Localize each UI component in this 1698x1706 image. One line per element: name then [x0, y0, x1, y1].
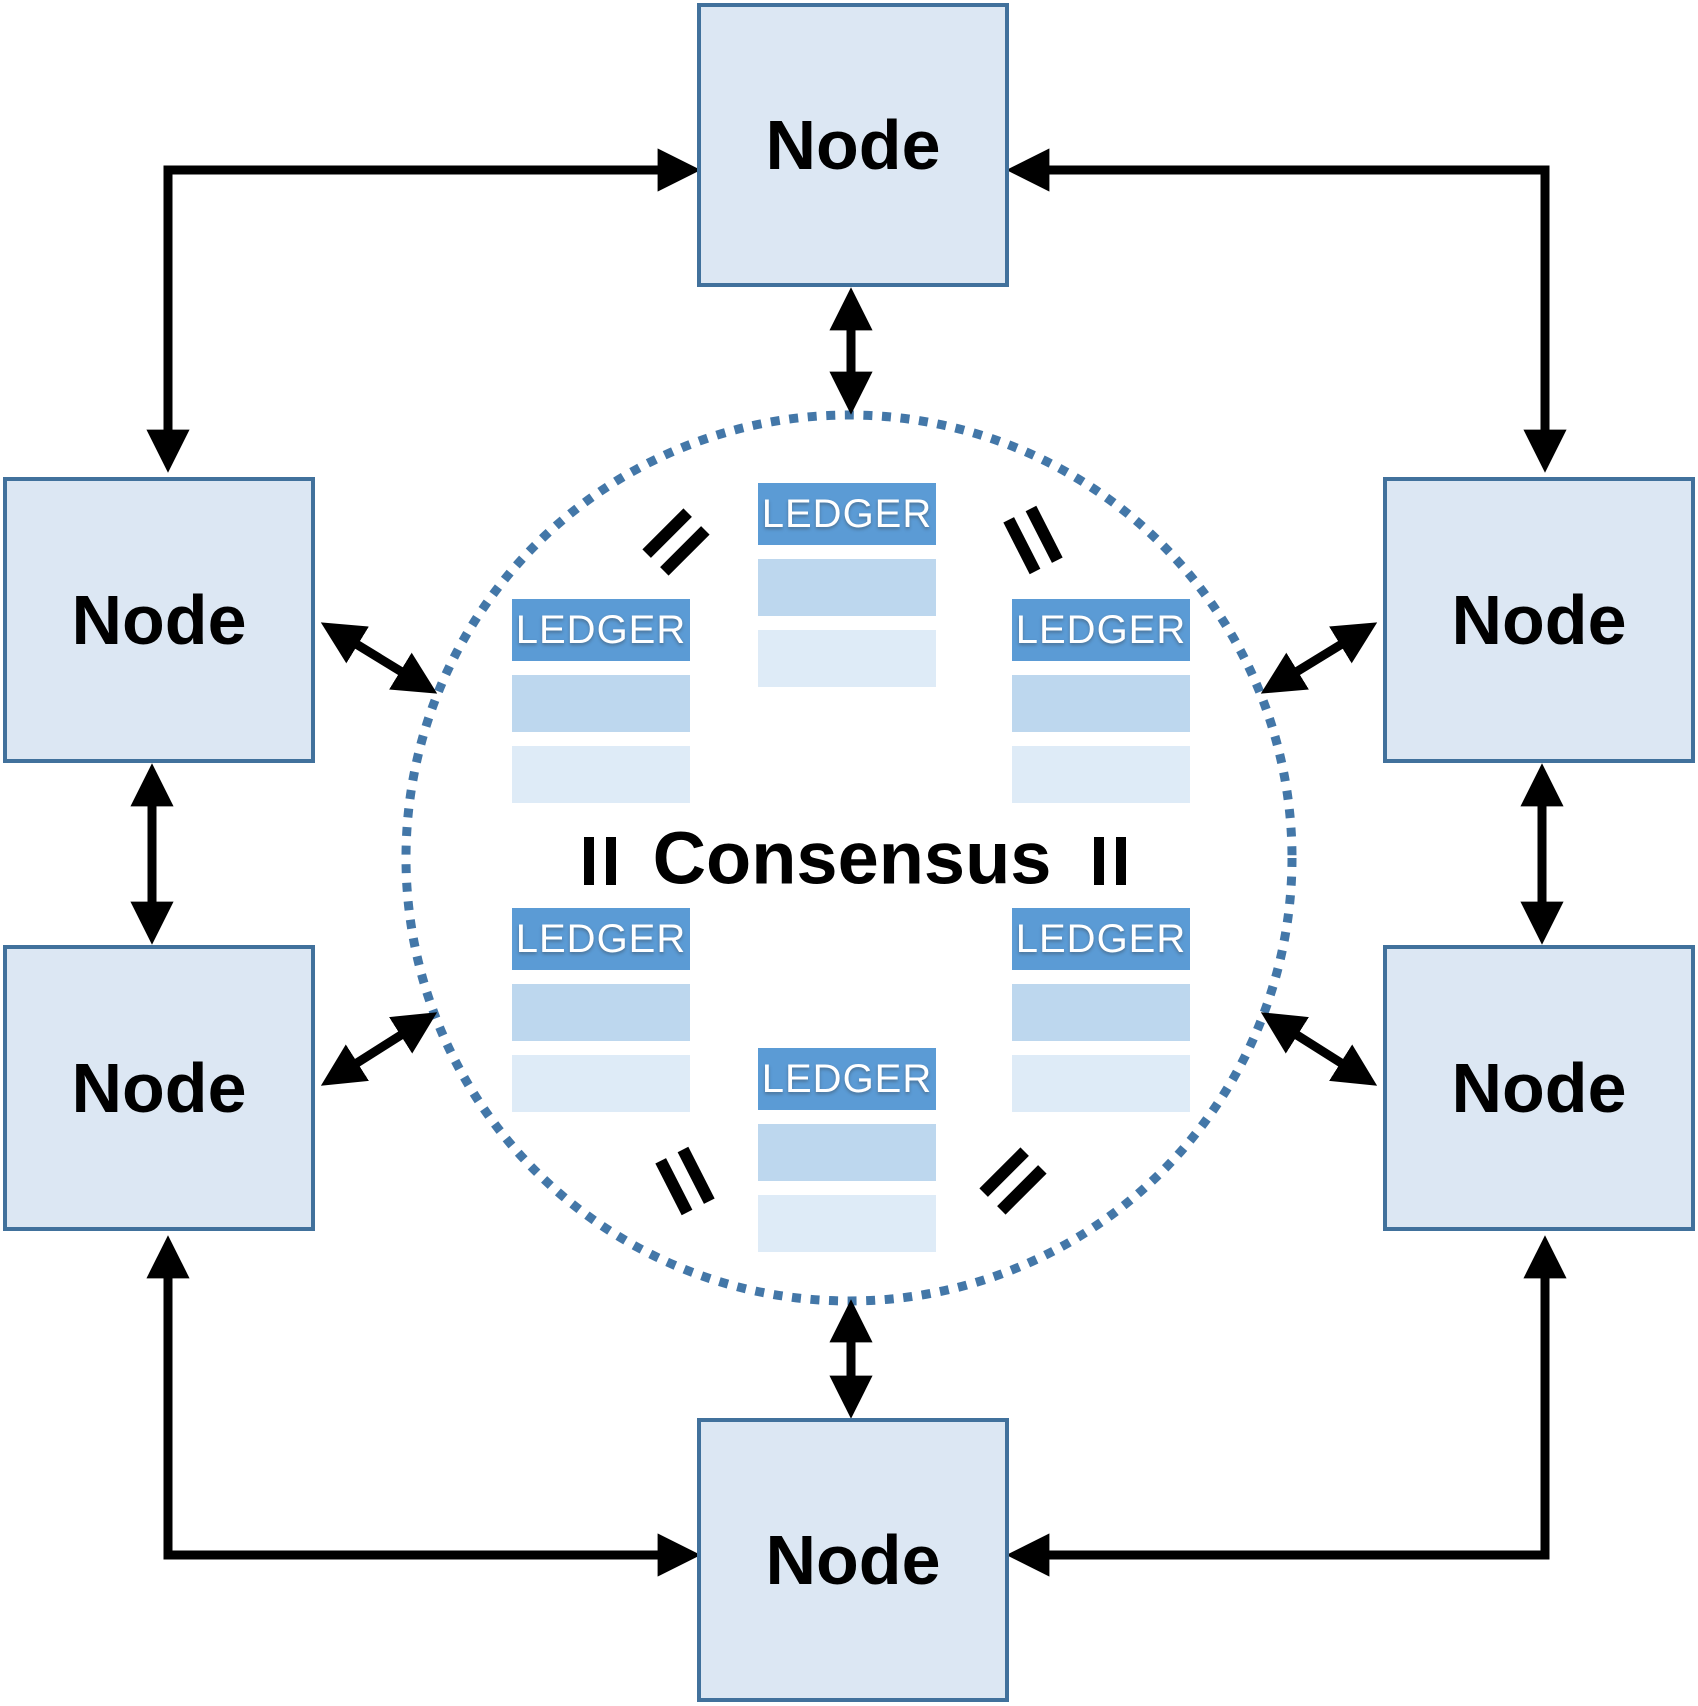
ledger-row: [512, 675, 690, 732]
node-box-left-upper: Node: [3, 477, 315, 763]
ledger-row: [758, 630, 936, 687]
ledger-row: [758, 1195, 936, 1252]
node-box-right-upper: Node: [1383, 477, 1695, 763]
node-label: Node: [71, 1049, 247, 1127]
ledger-row: [1012, 675, 1190, 732]
ledger-header: LEDGER: [758, 1048, 936, 1110]
ledger-row: [1012, 1055, 1190, 1112]
arrow-left-upper-circle: [320, 622, 438, 694]
node-label: Node: [765, 1521, 941, 1599]
ledger-row: [1012, 984, 1190, 1041]
ledger-row: [758, 559, 936, 616]
ledger-row: [1012, 746, 1190, 803]
equals-sign-mid-right: [1094, 837, 1126, 885]
node-label: Node: [1451, 581, 1627, 659]
arrow-elbow-top-right: [1006, 148, 1567, 473]
ledger-header: LEDGER: [758, 483, 936, 545]
node-box-left-lower: Node: [3, 945, 315, 1231]
ledger-table-bottom-center: LEDGER: [758, 1048, 936, 1252]
node-box-top: Node: [697, 3, 1009, 287]
ledger-row: [512, 984, 690, 1041]
node-box-right-lower: Node: [1383, 945, 1695, 1231]
arrow-elbow-bottom-right: [1006, 1235, 1567, 1577]
ledger-table-upper-right: LEDGER: [1012, 599, 1190, 803]
consensus-label: Consensus: [652, 816, 1052, 900]
ledger-table-upper-left: LEDGER: [512, 599, 690, 803]
ledger-row: [758, 1124, 936, 1181]
ledger-header: LEDGER: [1012, 599, 1190, 661]
arrow-left-lower-circle: [320, 1012, 438, 1086]
arrow-right-lower-circle: [1260, 1012, 1378, 1086]
ledger-header: LEDGER: [512, 599, 690, 661]
node-box-bottom: Node: [697, 1418, 1009, 1702]
arrow-elbow-top-left: [146, 148, 701, 473]
ledger-header: LEDGER: [512, 908, 690, 970]
node-label: Node: [1451, 1049, 1627, 1127]
ledger-table-lower-left: LEDGER: [512, 908, 690, 1112]
ledger-header: LEDGER: [1012, 908, 1190, 970]
arrow-elbow-bottom-left: [146, 1235, 701, 1577]
ledger-table-top-center: LEDGER: [758, 483, 936, 687]
ledger-row: [512, 746, 690, 803]
ledger-row: [512, 1055, 690, 1112]
node-label: Node: [765, 106, 941, 184]
arrow-right-upper-circle: [1260, 622, 1378, 694]
node-label: Node: [71, 581, 247, 659]
ledger-table-lower-right: LEDGER: [1012, 908, 1190, 1112]
equals-sign-mid-left: [584, 837, 616, 885]
